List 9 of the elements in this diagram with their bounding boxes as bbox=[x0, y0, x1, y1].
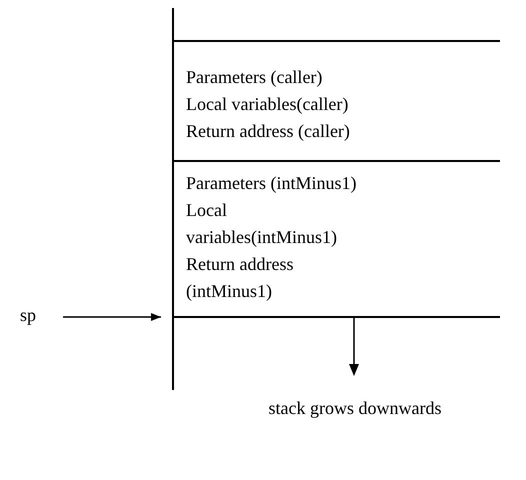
frame-entry: Parameters (caller) bbox=[186, 66, 324, 89]
frame-entry: Local variables(caller) bbox=[186, 93, 350, 116]
arrow bbox=[63, 313, 161, 321]
frame-entry: Parameters (intMinus1) bbox=[186, 172, 358, 195]
pointer-label: sp bbox=[20, 304, 38, 327]
frame-entry: Local variables(intMinus1) bbox=[186, 199, 338, 249]
caption-text: stack grows downwards bbox=[268, 398, 442, 419]
frame-entry: Return address (intMinus1) bbox=[186, 253, 294, 303]
frame-entry: Return address (caller) bbox=[186, 120, 351, 143]
